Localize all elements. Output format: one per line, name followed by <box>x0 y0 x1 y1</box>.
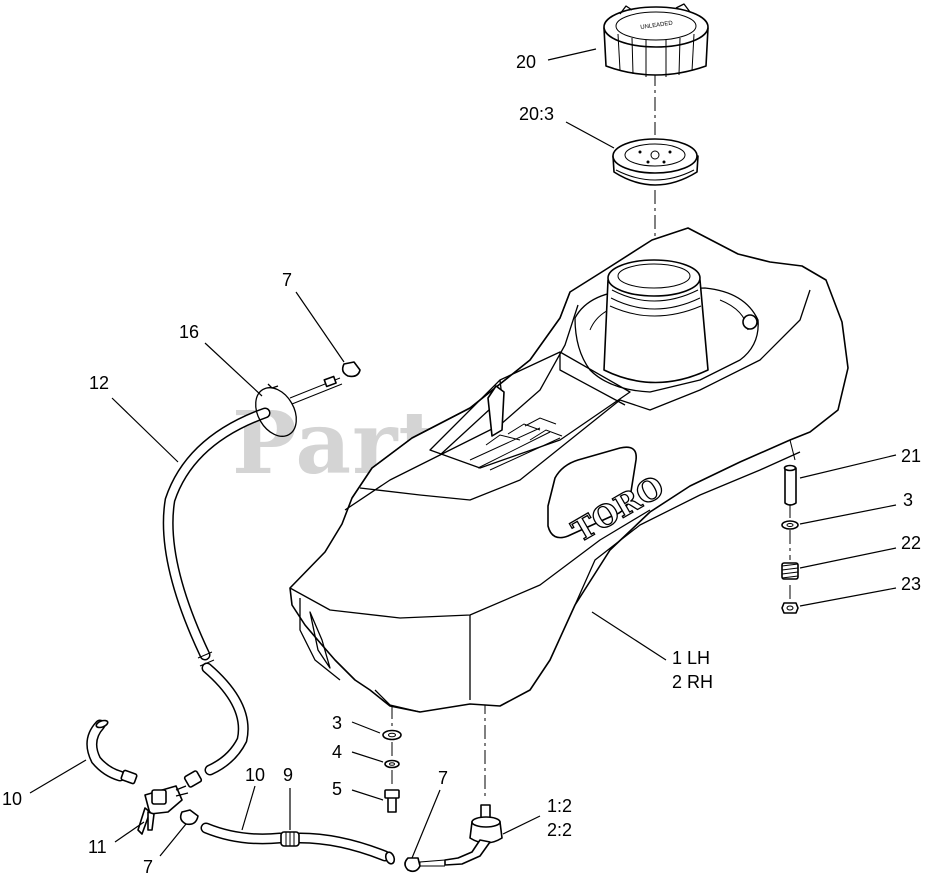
callout-2-2: 2:2 <box>547 820 572 840</box>
lockwasher-4 <box>384 759 400 769</box>
fuel-filter-9 <box>280 831 300 847</box>
callout-10-mid: 10 <box>245 765 265 785</box>
hose-clamp-7-top <box>341 361 361 378</box>
callout-5: 5 <box>332 779 342 799</box>
hose-clamp-16 <box>255 375 343 437</box>
tank-outlet-fitting <box>419 804 503 867</box>
callout-1-2: 1:2 <box>547 796 572 816</box>
callout-4: 4 <box>332 742 342 762</box>
stud-21 <box>784 467 797 506</box>
callout-3-bottom: 3 <box>332 713 342 733</box>
tank-mount-hardware-bottom <box>382 729 402 813</box>
fuel-cap: UNLEADED <box>603 3 709 77</box>
callout-20: 20 <box>516 52 536 72</box>
fuel-hose-12 <box>162 407 271 788</box>
callout-labels: 20 20:3 7 16 12 21 3 22 23 1 LH 2 RH 3 4… <box>2 52 921 877</box>
callout-21: 21 <box>901 446 921 466</box>
cap-gasket <box>612 138 699 186</box>
callout-7-top: 7 <box>282 270 292 290</box>
fuel-shutoff-valve <box>137 785 189 835</box>
fuel-hose-10-left <box>86 719 138 785</box>
callout-10-left: 10 <box>2 789 22 809</box>
cap-text: UNLEADED <box>640 20 674 31</box>
callout-23: 23 <box>901 574 921 594</box>
callout-9: 9 <box>283 765 293 785</box>
bolt-5 <box>384 789 400 813</box>
tank-mount-hardware-right <box>781 464 799 614</box>
callout-7-left: 7 <box>143 857 153 877</box>
callout-2-rh: 2 RH <box>672 672 713 692</box>
hose-clamp-bottom <box>404 857 421 873</box>
callout-1-lh: 1 LH <box>672 648 710 668</box>
callout-20-3: 20:3 <box>519 104 554 124</box>
leader-lines <box>29 48 897 859</box>
nut-23 <box>781 602 799 614</box>
callout-3-right: 3 <box>903 490 913 510</box>
callout-16: 16 <box>179 322 199 342</box>
callout-12: 12 <box>89 373 109 393</box>
fuel-hose-10-mid <box>200 822 396 865</box>
washer-3-bottom <box>382 729 402 741</box>
fuel-tank: TORO <box>289 227 849 713</box>
washer-3-right <box>781 520 799 530</box>
callout-22: 22 <box>901 533 921 553</box>
callout-11: 11 <box>88 837 107 857</box>
hose-clamp-7-left <box>179 809 199 826</box>
spring-22 <box>781 562 799 580</box>
callout-7-bottom: 7 <box>438 768 448 788</box>
